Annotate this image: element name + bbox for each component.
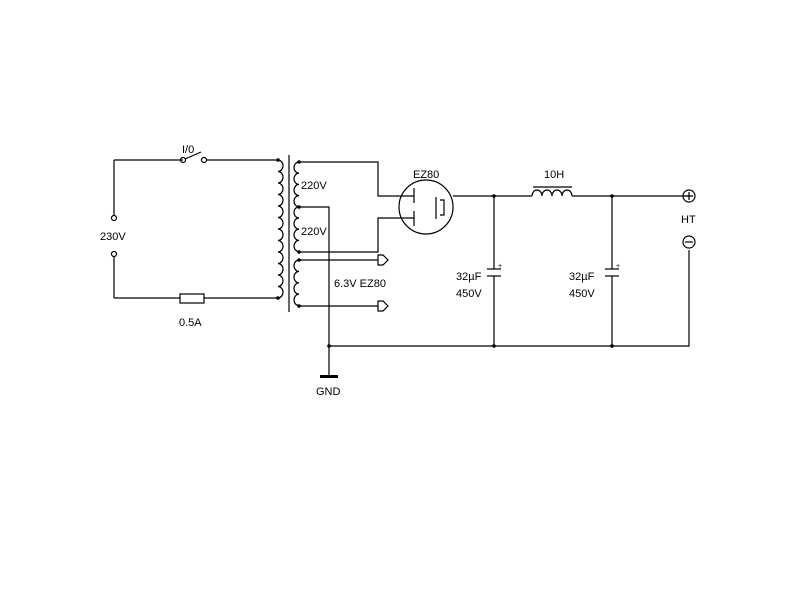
capacitor-2: + xyxy=(605,196,620,346)
secondary-lower-label: 220V xyxy=(301,226,327,238)
mains-voltage-label: 230V xyxy=(100,231,126,243)
fuse xyxy=(179,293,205,304)
heater-connector-1 xyxy=(377,254,389,266)
fuse-label: 0.5A xyxy=(179,317,202,329)
svg-text:+: + xyxy=(616,263,620,270)
ground-label: GND xyxy=(316,386,341,398)
output-label: HT xyxy=(681,214,696,226)
svg-text:+: + xyxy=(498,263,502,270)
capacitor-1: + xyxy=(487,196,502,346)
secondary-wiring xyxy=(297,160,402,346)
heater-label: 6.3V EZ80 xyxy=(334,278,386,290)
mains-terminal-top xyxy=(110,214,118,222)
minus-terminal-icon xyxy=(682,235,696,249)
mains-terminal-bottom xyxy=(110,250,118,258)
output-terminals xyxy=(682,189,696,249)
cap1-value-label: 32µF xyxy=(456,271,482,283)
cap2-value-label: 32µF xyxy=(569,271,595,283)
rectifier-tube xyxy=(398,179,494,235)
secondary-upper-label: 220V xyxy=(301,180,327,192)
ground-symbol xyxy=(320,375,338,378)
primary-winding xyxy=(277,159,284,299)
heater-winding xyxy=(293,259,300,307)
choke xyxy=(531,189,573,197)
plus-terminal-icon xyxy=(682,189,696,203)
primary-circuit xyxy=(110,151,280,304)
choke-label: 10H xyxy=(544,169,564,181)
tube-label: EZ80 xyxy=(413,169,439,181)
switch-label: I/0 xyxy=(182,144,194,156)
heater-connector-2 xyxy=(377,300,389,312)
transformer xyxy=(277,155,300,312)
filter-section: + + xyxy=(320,186,690,378)
cap2-voltage-label: 450V xyxy=(569,288,595,300)
cap1-voltage-label: 450V xyxy=(456,288,482,300)
